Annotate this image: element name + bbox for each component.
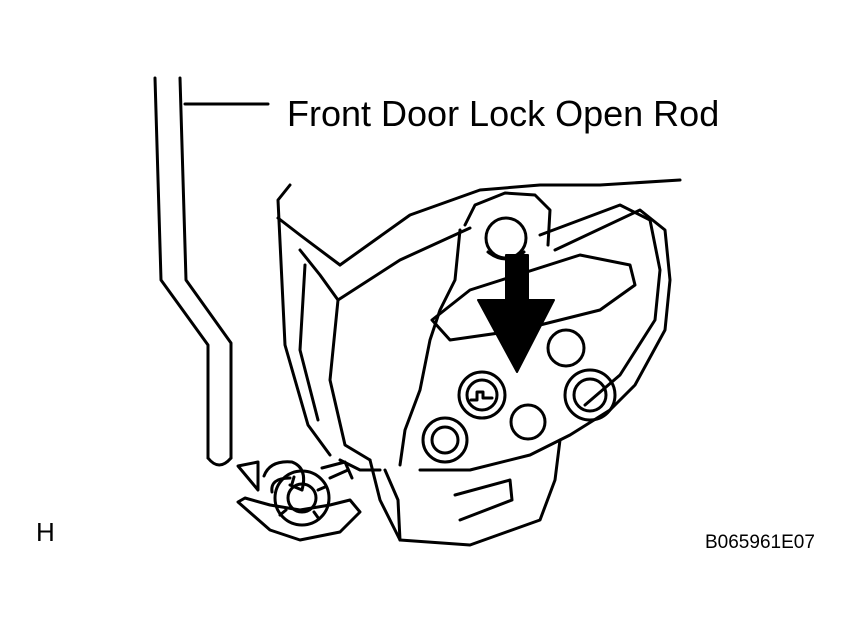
curved-arrow-icon	[236, 460, 306, 494]
figure-letter: H	[36, 517, 55, 547]
open-rod	[153, 76, 233, 467]
callout-label: Front Door Lock Open Rod	[287, 93, 720, 134]
door-lock-body	[276, 178, 682, 547]
figure-code: B065961E07	[705, 532, 815, 553]
arrow-down-icon	[477, 254, 555, 373]
